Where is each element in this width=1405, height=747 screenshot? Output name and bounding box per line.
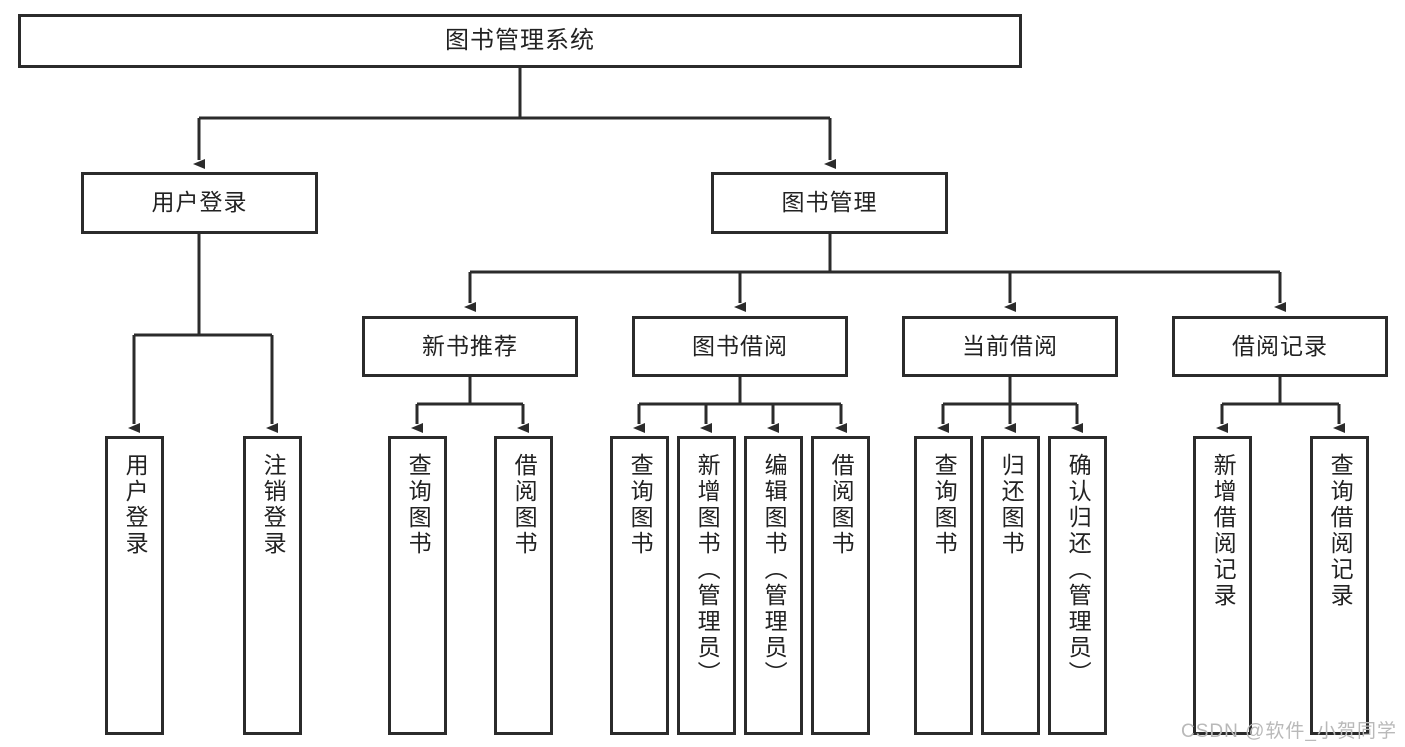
node-leaf-query-book-2[interactable]: 查询图书 <box>610 436 669 735</box>
node-leaf-user-login-label: 用户登录 <box>122 453 149 557</box>
node-borrow-record[interactable]: 借阅记录 <box>1172 316 1388 377</box>
node-leaf-add-book[interactable]: 新增图书（管理员） <box>677 436 736 735</box>
node-new-book-rec-label: 新书推荐 <box>422 332 518 359</box>
node-current-borrow[interactable]: 当前借阅 <box>902 316 1118 377</box>
node-leaf-confirm-return[interactable]: 确认归还（管理员） <box>1048 436 1107 735</box>
node-leaf-borrow-book-1-label: 借阅图书 <box>511 453 538 557</box>
node-leaf-borrow-book-2-label: 借阅图书 <box>828 453 855 557</box>
node-book-borrow-label: 图书借阅 <box>692 332 788 359</box>
node-current-borrow-label: 当前借阅 <box>962 332 1058 359</box>
node-leaf-edit-book-label: 编辑图书（管理员） <box>761 453 788 687</box>
node-user-login-label: 用户登录 <box>151 189 248 216</box>
node-leaf-return-book-label: 归还图书 <box>998 453 1025 557</box>
node-leaf-user-logout[interactable]: 注销登录 <box>243 436 302 735</box>
node-book-manage[interactable]: 图书管理 <box>711 172 948 234</box>
node-leaf-query-book-3[interactable]: 查询图书 <box>914 436 973 735</box>
node-leaf-user-logout-label: 注销登录 <box>260 453 287 557</box>
node-book-borrow[interactable]: 图书借阅 <box>632 316 848 377</box>
node-leaf-borrow-book-1[interactable]: 借阅图书 <box>494 436 553 735</box>
node-leaf-edit-book[interactable]: 编辑图书（管理员） <box>744 436 803 735</box>
node-leaf-add-record[interactable]: 新增借阅记录 <box>1193 436 1252 735</box>
node-leaf-user-login[interactable]: 用户登录 <box>105 436 164 735</box>
node-user-login[interactable]: 用户登录 <box>81 172 318 234</box>
node-leaf-query-book-3-label: 查询图书 <box>931 453 958 557</box>
node-root[interactable]: 图书管理系统 <box>18 14 1022 68</box>
node-leaf-query-book-2-label: 查询图书 <box>627 453 654 557</box>
node-leaf-return-book[interactable]: 归还图书 <box>981 436 1040 735</box>
node-borrow-record-label: 借阅记录 <box>1232 332 1328 359</box>
node-leaf-borrow-book-2[interactable]: 借阅图书 <box>811 436 870 735</box>
node-leaf-query-book-1[interactable]: 查询图书 <box>388 436 447 735</box>
node-root-label: 图书管理系统 <box>445 26 595 54</box>
node-leaf-add-record-label: 新增借阅记录 <box>1210 453 1237 609</box>
node-leaf-query-record[interactable]: 查询借阅记录 <box>1310 436 1369 735</box>
node-new-book-rec[interactable]: 新书推荐 <box>362 316 578 377</box>
node-leaf-query-book-1-label: 查询图书 <box>405 453 432 557</box>
node-book-manage-label: 图书管理 <box>781 189 878 216</box>
node-leaf-add-book-label: 新增图书（管理员） <box>694 453 721 687</box>
node-leaf-query-record-label: 查询借阅记录 <box>1327 453 1354 609</box>
watermark: CSDN @软件_小贺同学 <box>1181 721 1397 742</box>
node-leaf-confirm-return-label: 确认归还（管理员） <box>1065 453 1092 687</box>
